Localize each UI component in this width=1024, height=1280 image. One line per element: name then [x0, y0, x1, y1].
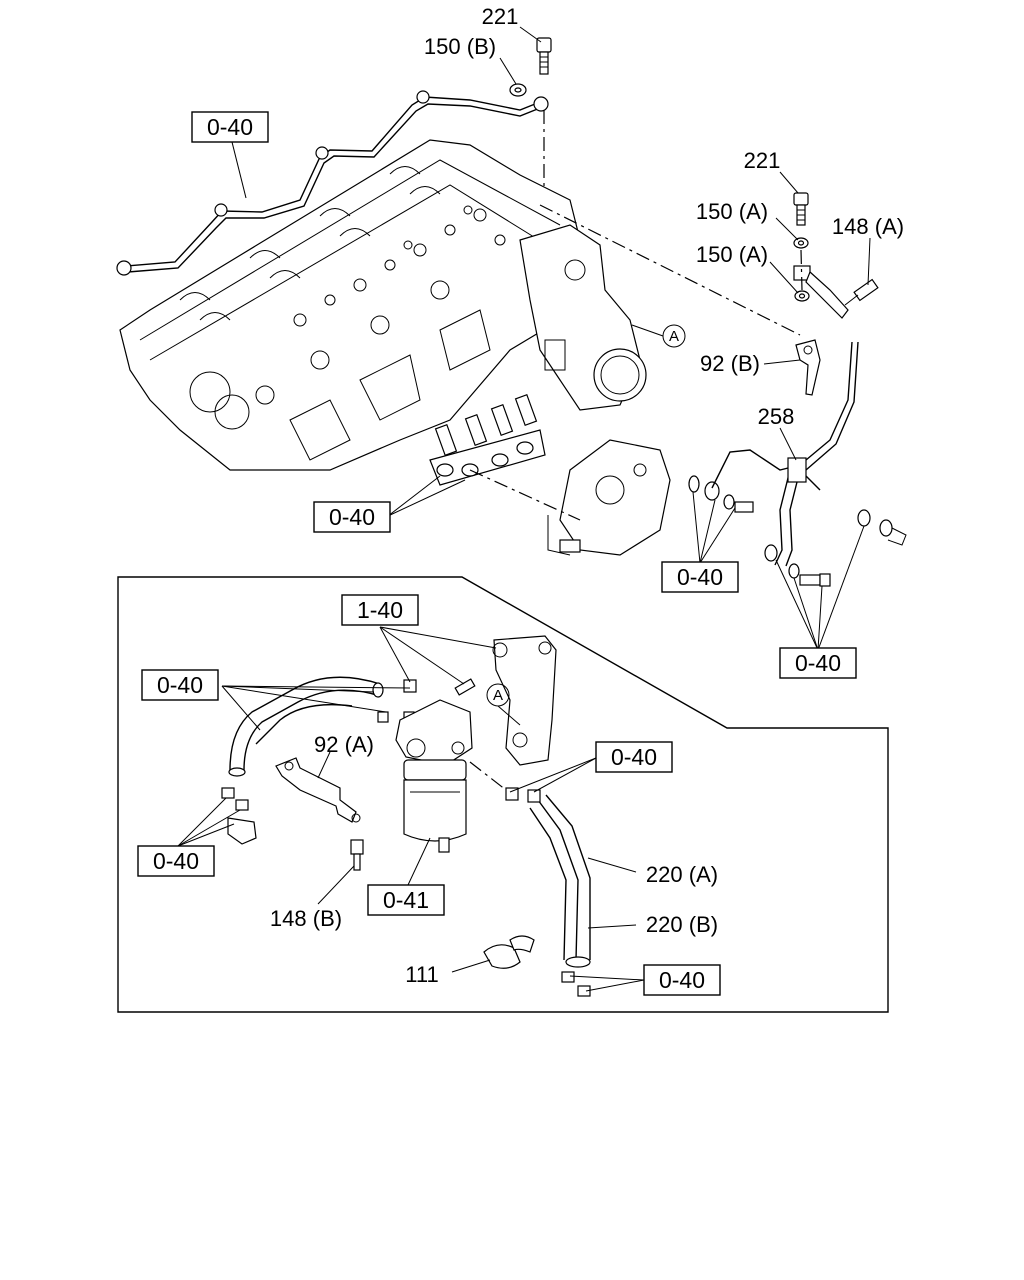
injector-couplings [429, 394, 546, 486]
ref-box-head: 0-40 [191, 111, 269, 143]
ref-box-bottom: 0-40 [643, 964, 721, 996]
pump-fitting [688, 475, 754, 513]
eye-fitting [793, 265, 849, 319]
label-92a: 92 (A) [314, 732, 374, 757]
gasket-150b [509, 83, 527, 97]
cylinder-head [119, 139, 581, 471]
hoses-220 [469, 761, 591, 968]
inset-frame [117, 576, 889, 1013]
throttle-body [519, 224, 647, 411]
bottom-clips [561, 971, 591, 997]
bracket-92a [275, 757, 361, 823]
svg-text:A: A [669, 328, 679, 345]
left-hoses [228, 676, 384, 777]
svg-text:0-40: 0-40 [677, 564, 723, 590]
label-150a-lower: 150 (A) [696, 242, 768, 267]
leak-off-pipe [116, 90, 549, 276]
svg-text:0-40: 0-40 [659, 967, 705, 993]
svg-text:0-40: 0-40 [329, 504, 375, 530]
svg-text:0-40: 0-40 [795, 650, 841, 676]
gasket-150a-upper [793, 237, 809, 249]
bolt-148b [350, 839, 364, 871]
svg-text:0-40: 0-40 [157, 672, 203, 698]
eye-bolt-221-top [536, 37, 552, 75]
svg-text:A: A [493, 687, 503, 704]
label-150a-upper: 150 (A) [696, 199, 768, 224]
ref-box-hoses-left: 0-40 [141, 669, 219, 701]
left-hose-clips [221, 787, 257, 845]
eye-bolt-221-right [793, 192, 809, 226]
label-148a: 148 (A) [832, 214, 904, 239]
label-111: 111 [405, 962, 438, 987]
svg-text:0-40: 0-40 [153, 848, 199, 874]
svg-text:0-40: 0-40 [611, 744, 657, 770]
ref-box-hoses-right: 0-40 [595, 741, 673, 773]
label-148b: 148 (B) [270, 906, 342, 931]
label-150b: 150 (B) [424, 34, 496, 59]
label-220a: 220 (A) [646, 862, 718, 887]
ref-box-pump: 0-40 [661, 561, 739, 593]
part-labels: 221 150 (B) 221 150 (A) 150 (A) 148 (A) … [270, 4, 904, 987]
injection-pump [547, 439, 671, 556]
pipe-clips [764, 509, 907, 587]
ref-box-injectors: 0-40 [313, 501, 391, 533]
label-220b: 220 (B) [646, 912, 718, 937]
svg-text:1-40: 1-40 [357, 597, 403, 623]
bracket-92b [795, 339, 821, 396]
svg-text:0-40: 0-40 [207, 114, 253, 140]
label-221-right: 221 [744, 148, 781, 173]
label-221-top: 221 [482, 4, 519, 29]
label-92b: 92 (B) [700, 351, 760, 376]
ref-box-tee: 0-40 [779, 647, 857, 679]
ref-box-clips-left: 0-40 [137, 845, 215, 877]
fuel-filter [395, 699, 473, 853]
bolt-148a [844, 278, 879, 306]
callout-a-lower: A [486, 683, 521, 726]
svg-text:0-41: 0-41 [383, 887, 429, 913]
label-258: 258 [758, 404, 795, 429]
gasket-150a-lower [794, 290, 810, 302]
leader-lines [177, 26, 871, 992]
callout-a-upper: A [631, 324, 686, 348]
hose-clip-111 [483, 935, 535, 969]
fuel-pipe-258 [711, 341, 859, 567]
ref-box-filter: 0-41 [367, 884, 445, 916]
ref-box-1-40: 1-40 [341, 594, 419, 626]
